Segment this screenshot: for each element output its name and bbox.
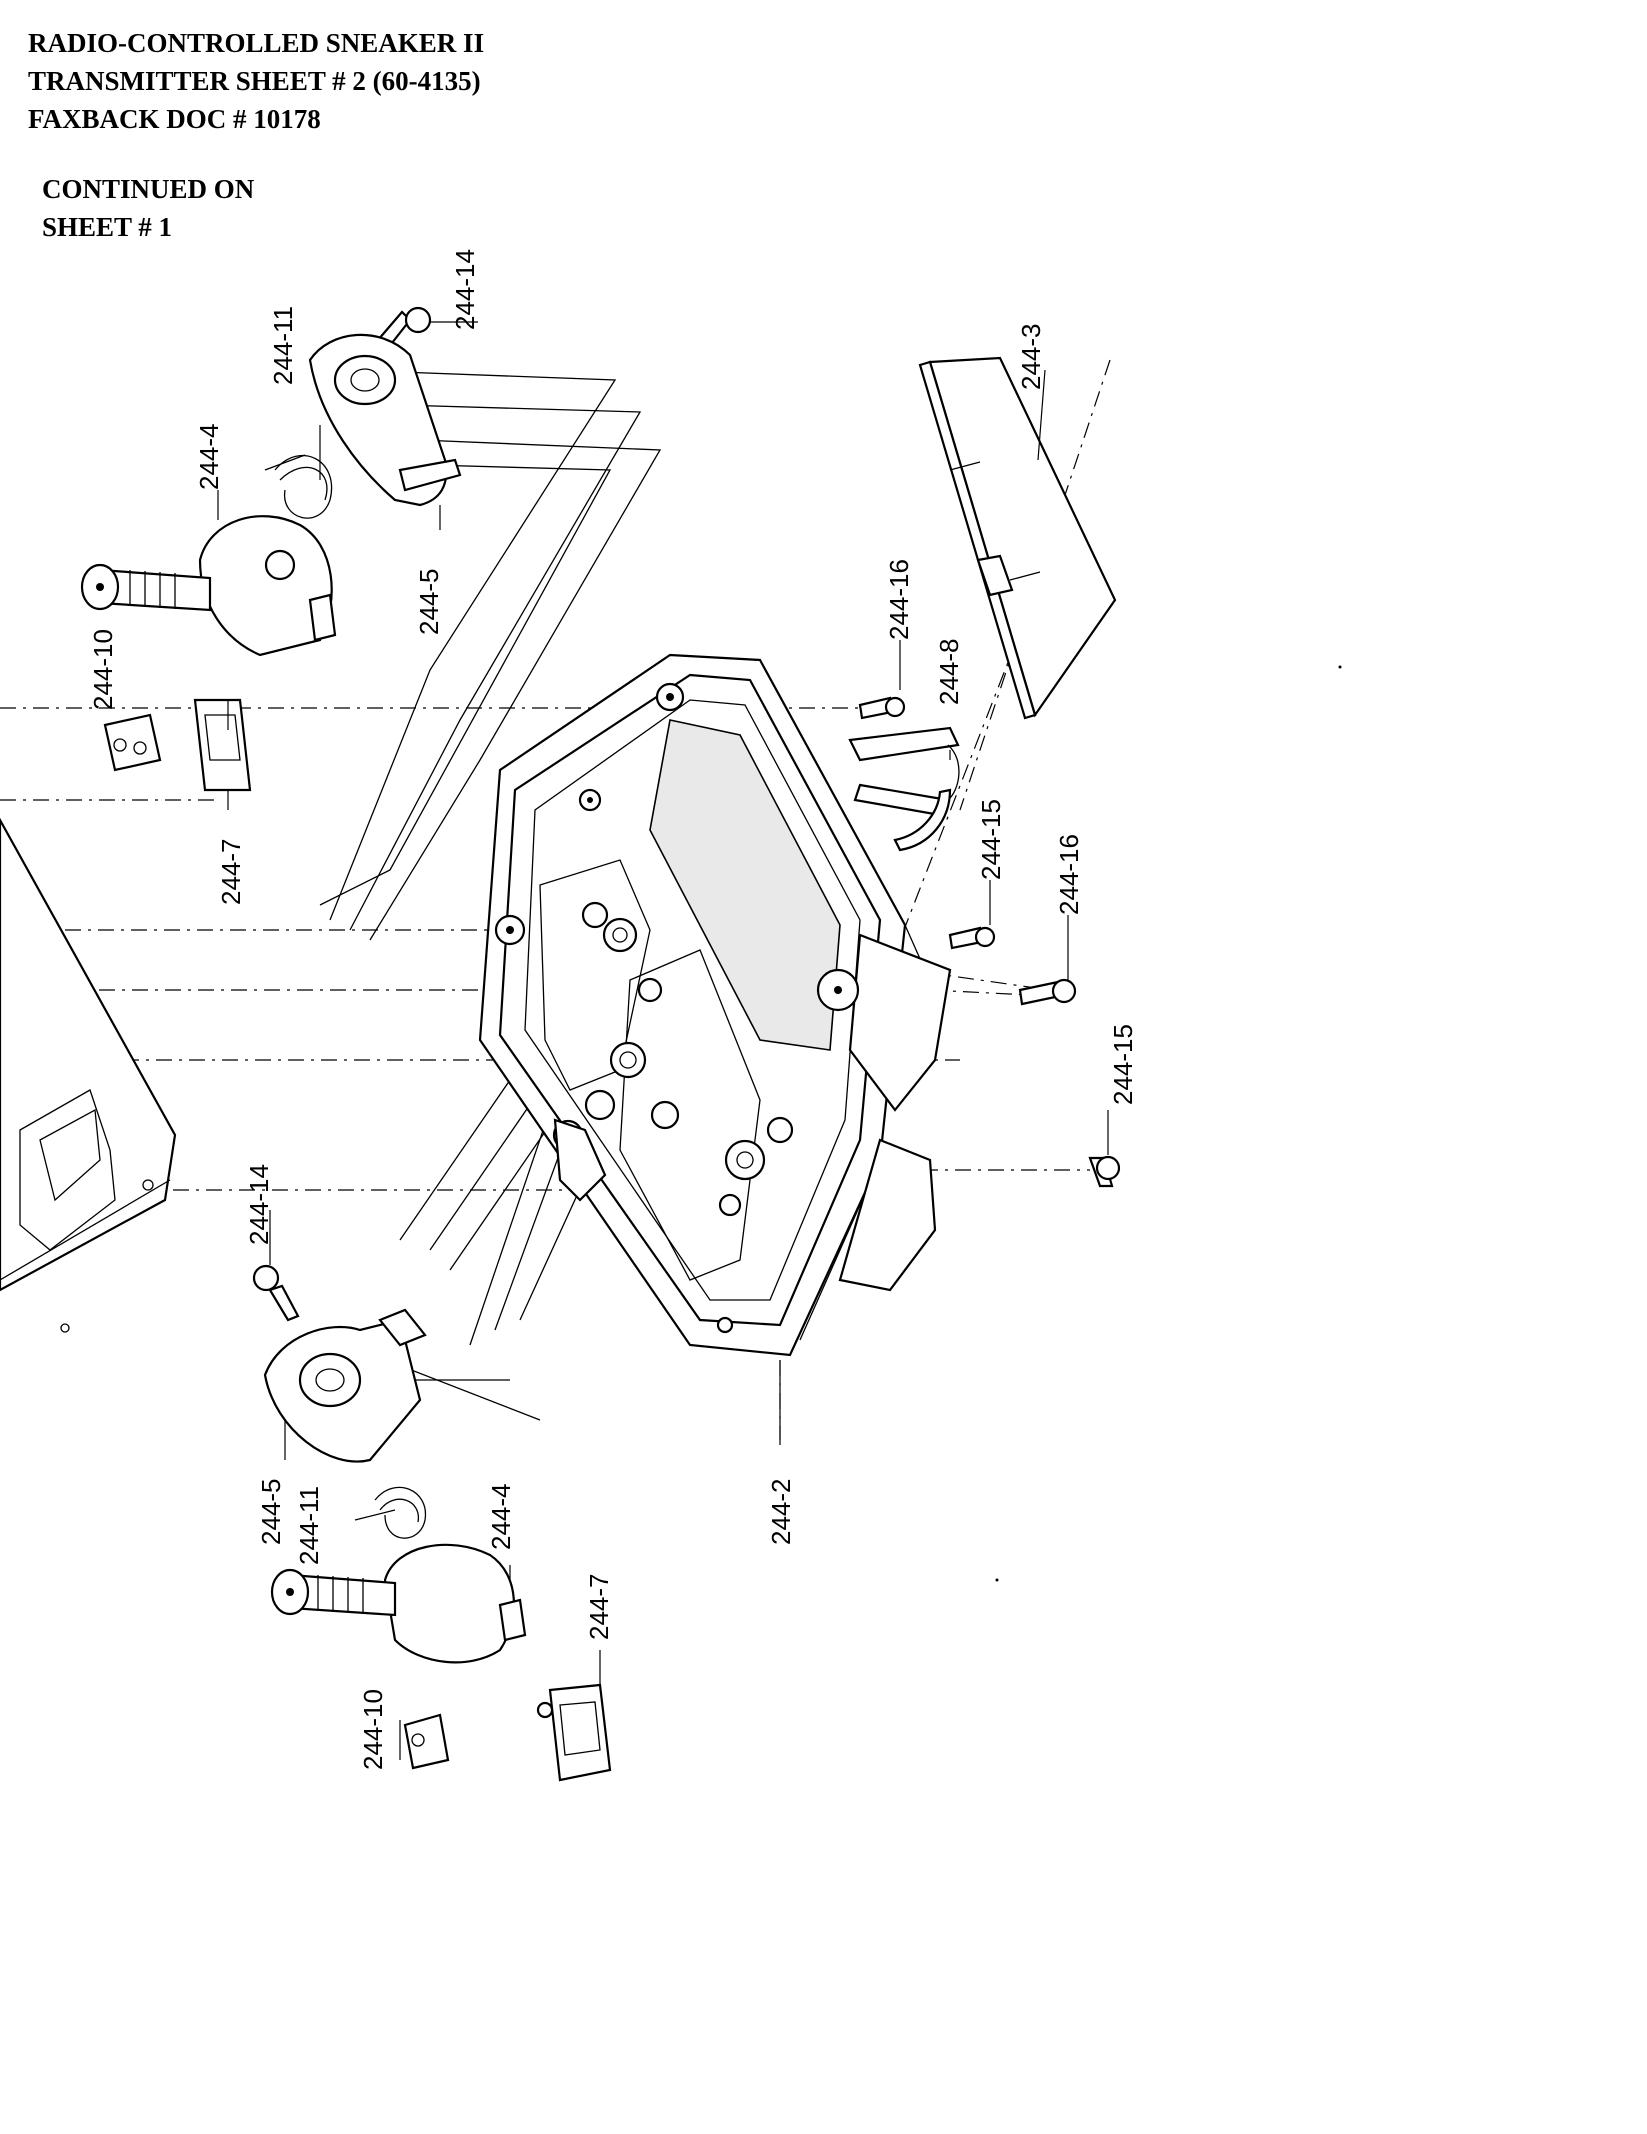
- battery-cover: [918, 356, 1117, 720]
- label-244-11-top: 244-11: [268, 306, 298, 385]
- transmitter-case: [478, 653, 952, 1357]
- label-244-8: 244-8: [934, 639, 964, 706]
- lower-gimbal-yoke: [383, 1543, 527, 1664]
- upper-stick: [80, 563, 212, 612]
- screw-244-16-a: [858, 696, 906, 720]
- case-bosses: [494, 682, 860, 1334]
- header-title: RADIO-CONTROLLED SNEAKER II: [28, 28, 485, 58]
- upper-gimbal-yoke: [198, 515, 337, 657]
- label-244-15-b: 244-15: [1108, 1024, 1138, 1105]
- label-244-11-bottom: 244-11: [294, 1486, 324, 1565]
- pcb-board: [0, 817, 177, 1333]
- upper-gimbal-base: [308, 333, 462, 507]
- lower-pot-244-7: [536, 1683, 612, 1782]
- continued-line-1: CONTINUED ON: [42, 174, 255, 204]
- screw-244-14-bottom: [252, 1264, 300, 1322]
- label-244-7-bottom: 244-7: [584, 1574, 614, 1641]
- upper-spring: [264, 454, 333, 519]
- label-244-10-bottom: 244-10: [358, 1689, 388, 1770]
- battery-contact: [848, 726, 960, 852]
- label-244-7-top: 244-7: [216, 839, 246, 906]
- lower-stick: [270, 1568, 397, 1617]
- label-244-16-b: 244-16: [1054, 834, 1084, 915]
- part-labels: 244-14 244-11 244-4 244-5 244-10 244-7 2…: [88, 249, 1138, 1770]
- label-244-10-top: 244-10: [88, 629, 118, 710]
- continued-note: CONTINUED ON SHEET # 1: [42, 170, 254, 246]
- speck: [1338, 665, 1342, 669]
- leader-lines: [217, 321, 1109, 1760]
- label-244-4-bottom: 244-4: [486, 1484, 516, 1551]
- screw-244-15-a: [948, 926, 996, 950]
- label-244-14-top: 244-14: [450, 249, 480, 330]
- lower-gimbal-base: [263, 1308, 427, 1463]
- upper-pot-244-7: [193, 698, 252, 792]
- continued-line-2: SHEET # 1: [42, 212, 173, 242]
- label-244-4-top: 244-4: [194, 424, 224, 491]
- lower-contact-244-10: [403, 1713, 450, 1770]
- guide-lines: [319, 371, 662, 1421]
- header-sheet: TRANSMITTER SHEET # 2 (60-4135): [28, 66, 481, 96]
- header-doc-number: FAXBACK DOC # 10178: [28, 104, 321, 134]
- label-244-16-a: 244-16: [884, 559, 914, 640]
- lower-spring: [354, 1486, 427, 1539]
- upper-contact-244-10: [103, 713, 162, 772]
- label-244-2: 244-2: [766, 1479, 796, 1546]
- label-244-14-bottom: 244-14: [244, 1164, 274, 1245]
- speck: [995, 1578, 999, 1582]
- label-244-3: 244-3: [1016, 324, 1046, 391]
- label-244-15-a: 244-15: [976, 799, 1006, 880]
- label-244-5-top: 244-5: [414, 569, 444, 636]
- label-244-5-bottom: 244-5: [256, 1479, 286, 1546]
- document-header: RADIO-CONTROLLED SNEAKER II TRANSMITTER …: [28, 24, 484, 138]
- screw-244-16-b: [1018, 978, 1077, 1006]
- screw-244-15-b: [1088, 1155, 1121, 1188]
